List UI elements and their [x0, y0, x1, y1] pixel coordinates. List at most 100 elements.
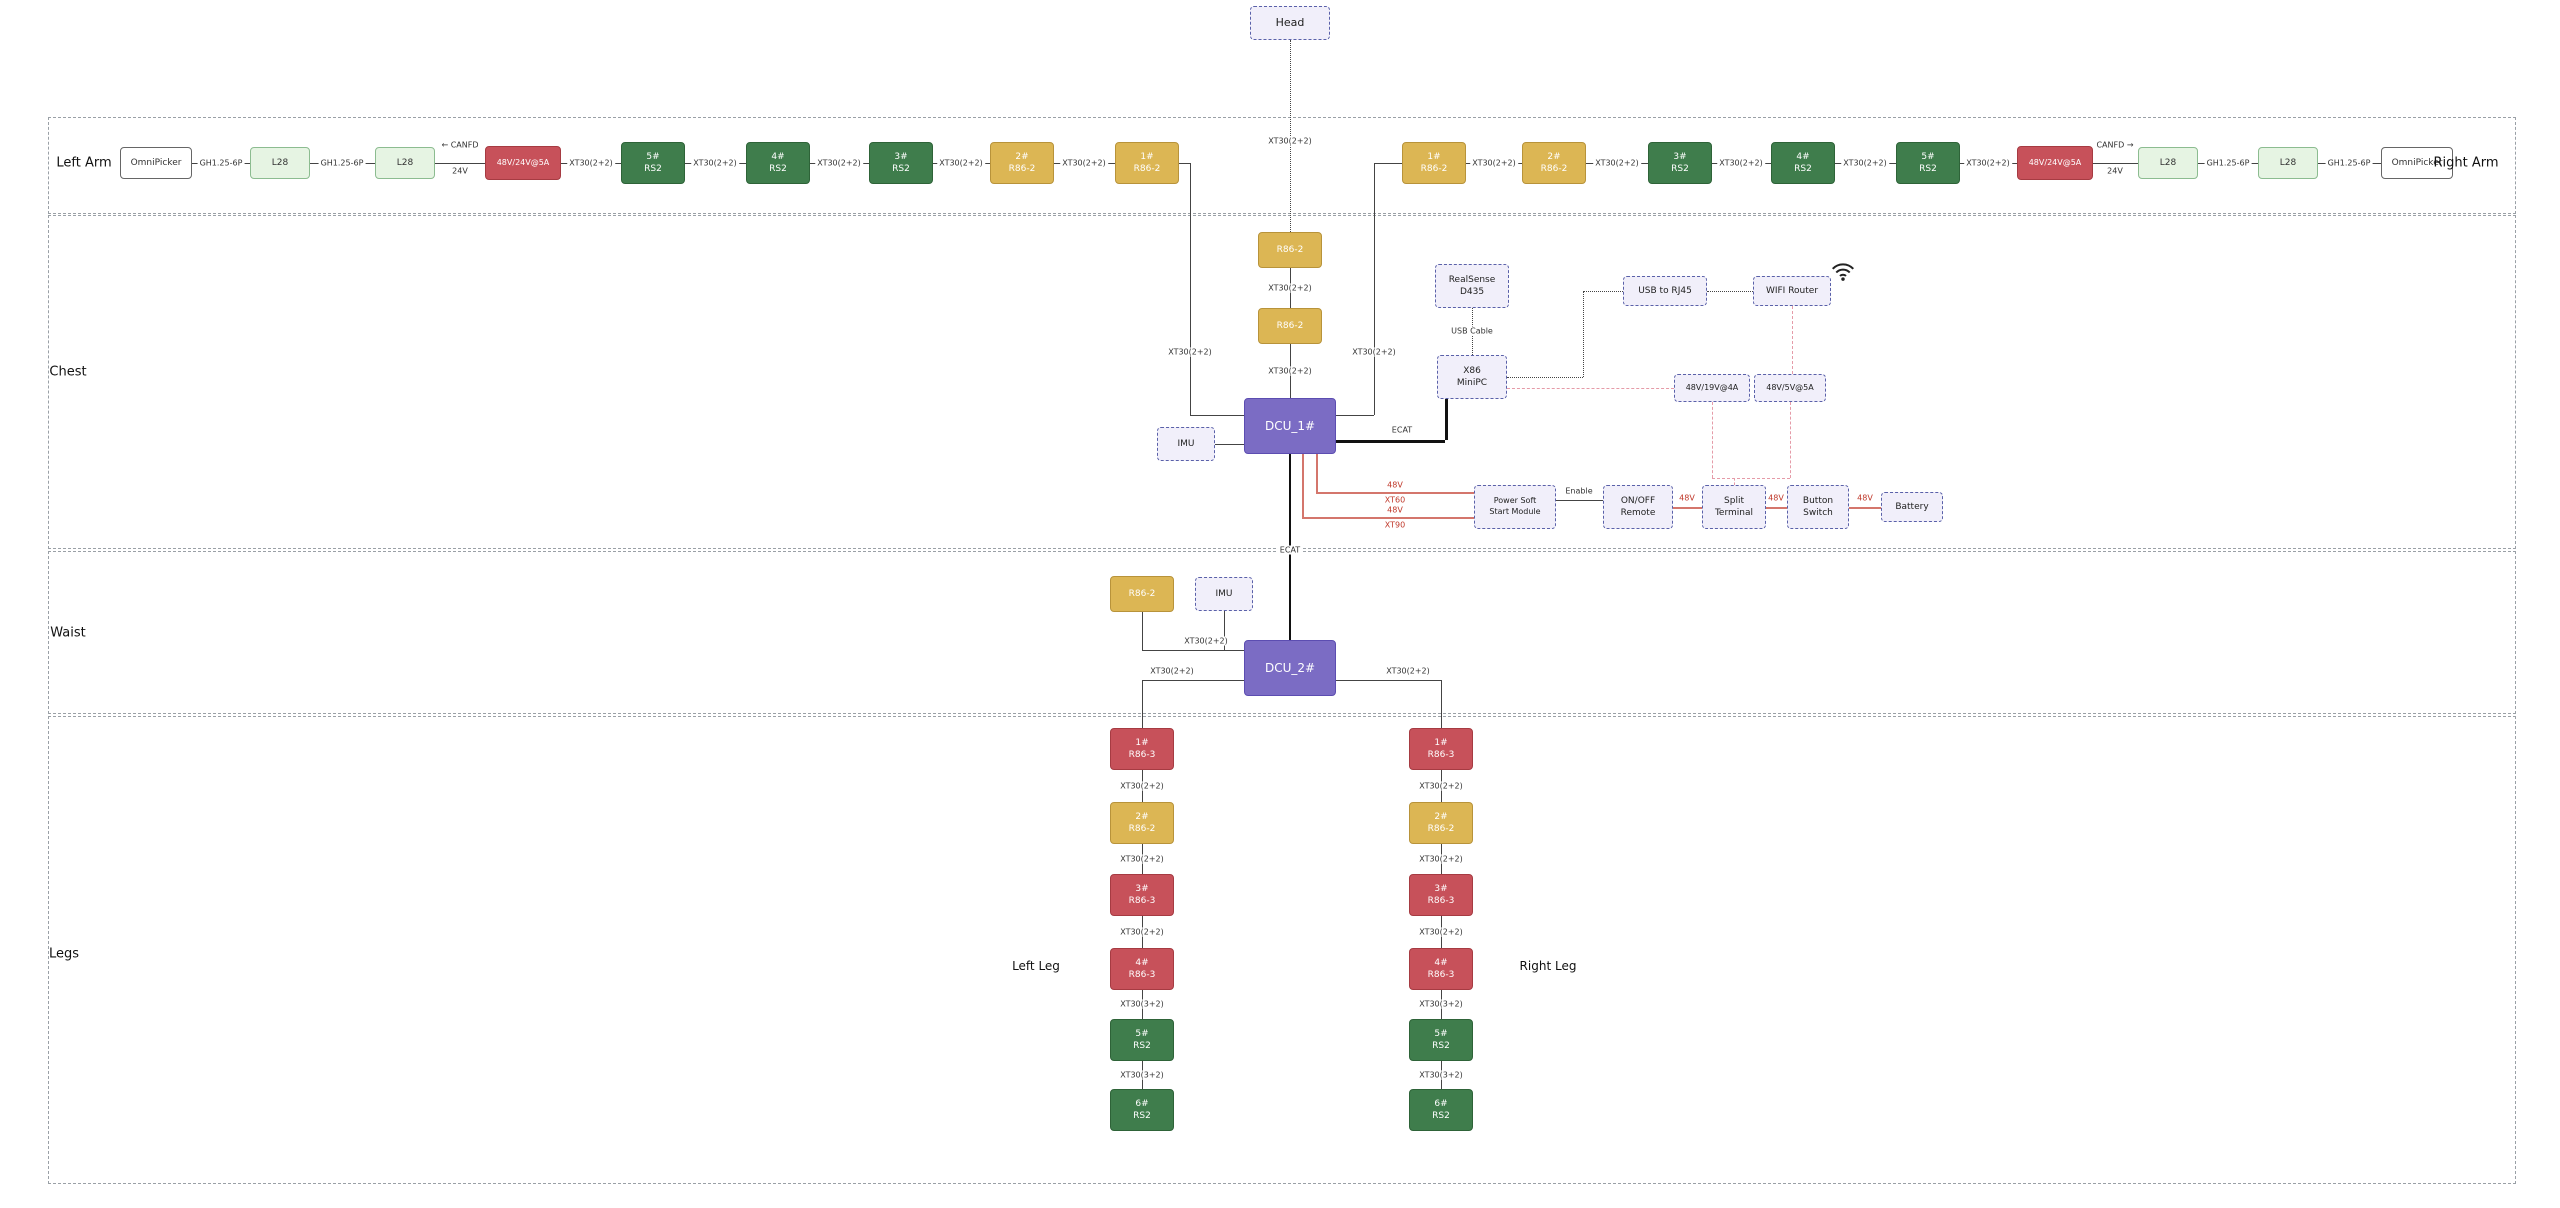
- node-label: 48V/24V@5A: [2028, 157, 2082, 167]
- node-id: 5#: [646, 151, 660, 162]
- node-label: L28: [2159, 157, 2177, 168]
- node-model: RS2: [769, 164, 787, 174]
- section-label-waist: Waist: [50, 625, 86, 641]
- node-label: Split: [1724, 495, 1744, 506]
- connector-label: XT30(2+2): [937, 158, 985, 168]
- node-label: Button: [1802, 495, 1834, 506]
- connector-label: XT30(2+2): [691, 158, 739, 168]
- node-model: RS2: [1133, 1111, 1151, 1121]
- band-arms: [48, 117, 2516, 214]
- wire: [1316, 492, 1474, 494]
- node-label: X86: [1463, 365, 1481, 376]
- wire: [1374, 163, 1375, 415]
- connector-label: XT30(2+2): [1593, 158, 1641, 168]
- node-id: 2#: [1015, 151, 1029, 162]
- node-right-arm-omnipicker: OmniPicker: [2381, 147, 2453, 179]
- node-label: Power Soft: [1493, 496, 1537, 506]
- node-chest-imu: IMU: [1157, 427, 1215, 461]
- node-label: ON/OFF: [1620, 495, 1656, 506]
- node-left-leg-motor-4: 4# R86-3: [1110, 948, 1174, 990]
- node-chest-r86-b: R86-2: [1258, 308, 1322, 344]
- node-id: 1#: [1135, 737, 1149, 748]
- wire: [1290, 40, 1291, 232]
- node-label: R86-2: [1276, 320, 1304, 331]
- wire: [1673, 507, 1702, 509]
- node-label: Terminal: [1714, 508, 1754, 518]
- node-brick-48v-5v: 48V/5V@5A: [1754, 374, 1826, 402]
- wire: [1790, 402, 1791, 478]
- node-button-switch: Button Switch: [1787, 485, 1849, 529]
- node-right-leg-motor-2: 2# R86-2: [1409, 802, 1473, 844]
- wire: [1712, 478, 1790, 479]
- node-id: 4#: [1135, 957, 1149, 968]
- node-id: 5#: [1434, 1028, 1448, 1039]
- node-model: R86-2: [1420, 164, 1448, 174]
- node-head: Head: [1250, 6, 1330, 40]
- voltage-label: 24V: [450, 166, 470, 176]
- node-battery: Battery: [1881, 492, 1943, 522]
- node-label: DCU_2#: [1264, 660, 1316, 675]
- node-model: R86-3: [1427, 896, 1455, 906]
- canfd-label: ← CANFD: [439, 140, 481, 150]
- wire: [1374, 163, 2417, 164]
- usb-cable-label: USB Cable: [1449, 326, 1495, 336]
- node-model: RS2: [1671, 164, 1689, 174]
- connector-label: XT30(2+2): [1060, 158, 1108, 168]
- node-id: 4#: [1796, 151, 1810, 162]
- node-label: OmniPicker: [130, 157, 182, 168]
- connector-label: XT30(2+2): [1417, 927, 1465, 937]
- node-label: OmniPicker: [2391, 157, 2443, 168]
- node-label: Remote: [1620, 508, 1656, 518]
- node-id: 1#: [1140, 151, 1154, 162]
- node-left-arm-l28-2: L28: [375, 147, 435, 179]
- node-right-arm-l28-2: L28: [2258, 147, 2318, 179]
- section-label-chest: Chest: [49, 364, 87, 380]
- wire: [1316, 454, 1318, 492]
- node-model: R86-3: [1128, 896, 1156, 906]
- wire: [1336, 415, 1374, 416]
- node-id: 6#: [1135, 1098, 1149, 1109]
- wire: [1190, 163, 1191, 415]
- node-label: Head: [1275, 15, 1305, 29]
- node-right-arm-motor-3: 3# RS2: [1648, 142, 1712, 184]
- node-id: 2#: [1135, 811, 1149, 822]
- section-label-right-arm: Right Arm: [2433, 155, 2499, 171]
- voltage-label: 48V: [1855, 493, 1875, 503]
- node-id: 3#: [1434, 883, 1448, 894]
- node-label: R86-2: [1276, 244, 1304, 255]
- node-left-arm-motor-4: 4# RS2: [746, 142, 810, 184]
- connector-label: XT30(2+2): [815, 158, 863, 168]
- voltage-label: 48V: [1766, 493, 1786, 503]
- enable-label: Enable: [1563, 486, 1595, 496]
- node-left-leg-motor-5: 5# RS2: [1110, 1019, 1174, 1061]
- node-label: MiniPC: [1456, 378, 1488, 388]
- node-label: IMU: [1215, 588, 1233, 599]
- wire: [1190, 415, 1244, 416]
- node-left-arm-psu-48v-24v: 48V/24V@5A: [485, 146, 561, 180]
- connector-label: XT30(2+2): [1717, 158, 1765, 168]
- node-right-leg-motor-5: 5# RS2: [1409, 1019, 1473, 1061]
- connector-label: XT30(2+2): [1384, 666, 1432, 676]
- node-id: 2#: [1547, 151, 1561, 162]
- canfd-label: CANFD →: [2094, 140, 2136, 150]
- wire: [1445, 399, 1448, 440]
- node-right-arm-motor-1: 1# R86-2: [1402, 142, 1466, 184]
- node-model: R86-2: [1133, 164, 1161, 174]
- node-left-leg-motor-1: 1# R86-3: [1110, 728, 1174, 770]
- node-right-leg-motor-1: 1# R86-3: [1409, 728, 1473, 770]
- connector-label: XT30(2+2): [1148, 666, 1196, 676]
- connector-label: XT30(3+2): [1417, 1070, 1465, 1080]
- node-id: 4#: [771, 151, 785, 162]
- connector-label: XT30(2+2): [1182, 636, 1230, 646]
- node-label: Switch: [1803, 508, 1833, 518]
- node-id: 3#: [1135, 883, 1149, 894]
- node-model: R86-2: [1008, 164, 1036, 174]
- node-model: R86-3: [1128, 750, 1156, 760]
- node-left-arm-l28-1: L28: [250, 147, 310, 179]
- node-right-leg-motor-3: 3# R86-3: [1409, 874, 1473, 916]
- connector-label: XT30(2+2): [567, 158, 615, 168]
- wire: [1336, 440, 1445, 443]
- band-legs: [48, 716, 2516, 1184]
- node-left-leg-motor-6: 6# RS2: [1110, 1089, 1174, 1131]
- wire: [1734, 478, 1735, 485]
